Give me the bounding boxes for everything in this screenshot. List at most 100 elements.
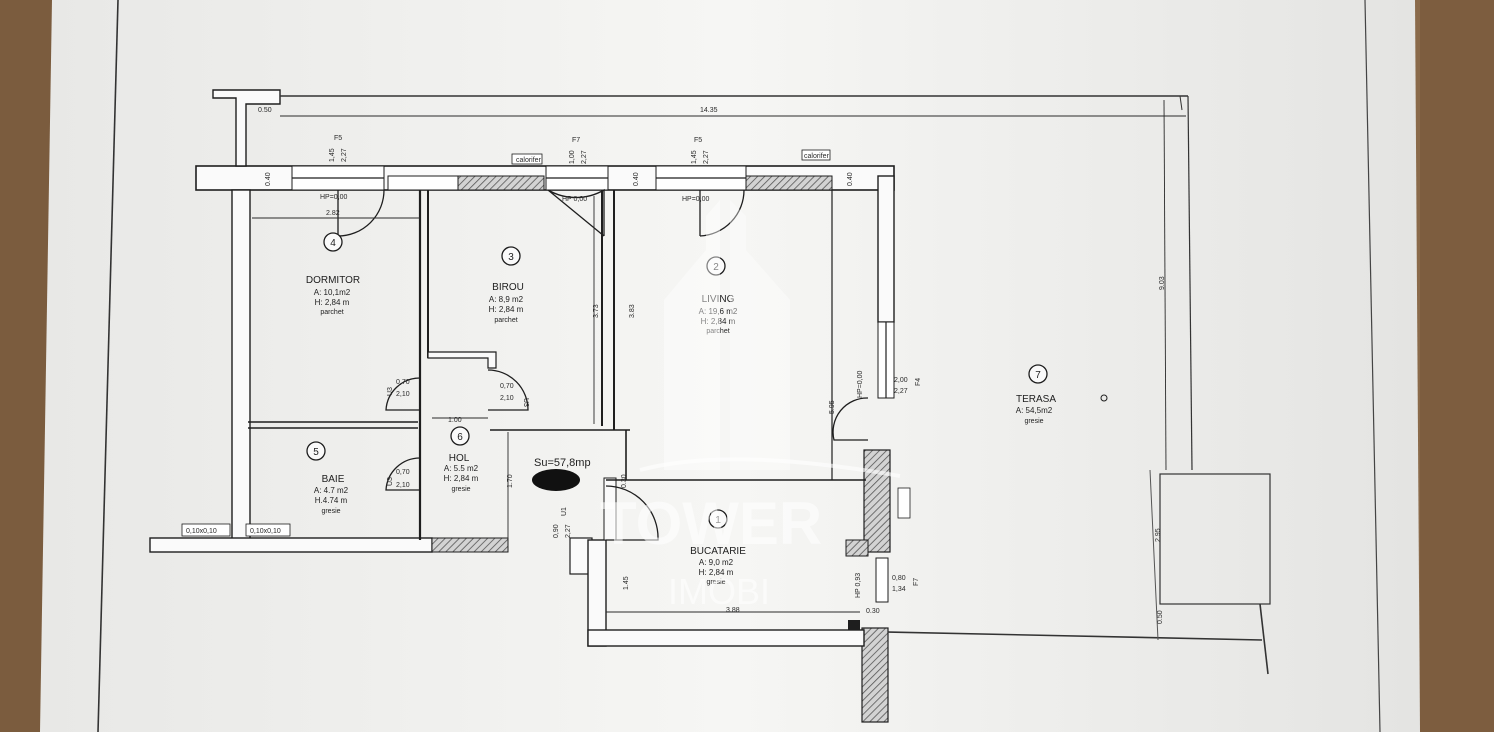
window-f5-left-width: 1,45 bbox=[329, 148, 336, 162]
small-tag-b: 0,10x0,10 bbox=[250, 528, 281, 535]
dim-living-depth-b: 5.95 bbox=[829, 400, 836, 414]
room-2-number: 2 bbox=[713, 262, 719, 273]
dim-wall-right: 0.40 bbox=[847, 172, 854, 186]
total-usable-area: Su=57,8mp bbox=[534, 457, 591, 469]
door-birou-height: 2,10 bbox=[500, 395, 514, 402]
dimension-labels: 14.35 0.50 0.40 0.40 0.40 2.82 3.73 3.83… bbox=[258, 107, 1166, 624]
window-f5-left-hp: HP=0,00 bbox=[320, 194, 348, 201]
room-2-floor: parchet bbox=[706, 328, 729, 335]
dim-terrace-bottom: 0.50 bbox=[1157, 610, 1164, 624]
window-f7-top-hp: HP 0,00 bbox=[562, 196, 587, 203]
room-3-number: 3 bbox=[508, 252, 514, 263]
room-1-area: A: 9,0 m2 bbox=[699, 558, 734, 567]
windows bbox=[291, 165, 889, 603]
window-f7-kitchen-width: 0,80 bbox=[892, 575, 906, 582]
radiator-label-2: calorifer bbox=[804, 153, 830, 160]
room-3-name: BIROU bbox=[492, 282, 524, 293]
room-5-name: BAIE bbox=[322, 474, 345, 485]
window-f4-width: 2,00 bbox=[894, 377, 908, 384]
room-2-area: A: 19,6 m2 bbox=[699, 307, 738, 316]
watermark-sub: IMOBI bbox=[668, 571, 770, 612]
room-2-name: LIVING bbox=[702, 294, 735, 305]
window-f5-mid-width: 1,45 bbox=[691, 150, 698, 164]
radiator-tags: calorifer calorifer 0,10x0,10 0,10x0,10 bbox=[181, 149, 911, 630]
dim-top-offset: 0.50 bbox=[258, 107, 272, 114]
room-1-number: 1 bbox=[715, 515, 721, 526]
room-1-height: H: 2,84 m bbox=[699, 568, 734, 577]
door-baie-width: 0,70 bbox=[396, 469, 410, 476]
frame-line-right bbox=[1364, 0, 1381, 732]
watermark-brand: TOWER bbox=[600, 490, 822, 557]
room-4-number: 4 bbox=[330, 238, 336, 249]
window-f5-left-height: 2,27 bbox=[341, 148, 348, 162]
door-birou-width: 0,70 bbox=[500, 383, 514, 390]
door-entry-width: 0,90 bbox=[553, 524, 560, 538]
window-f7-top-height: 2,27 bbox=[581, 150, 588, 164]
window-f4-hp: HP=0,00 bbox=[857, 370, 864, 398]
room-labels: BUCATARIE A: 9,0 m2 H: 2,84 m gresie LIV… bbox=[306, 275, 1056, 586]
small-tag-a: 0,10x0,10 bbox=[186, 528, 217, 535]
door-swings bbox=[337, 188, 869, 541]
frame-line-left bbox=[97, 0, 119, 732]
door-annotations: 0,70 2,10 U3 0,70 2,10 U3 0,70 2,10 U3 U… bbox=[387, 379, 572, 538]
dim-overall-width: 14.35 bbox=[700, 107, 718, 114]
dim-small-a: 0.30 bbox=[621, 474, 628, 488]
terrace-outline bbox=[280, 95, 1271, 675]
window-f7-kitchen-code: F7 bbox=[913, 578, 920, 586]
door-entry-code: U1 bbox=[561, 507, 568, 516]
dim-dormitor-width: 2.82 bbox=[326, 210, 340, 217]
dim-living-depth-a: 3.83 bbox=[629, 304, 636, 318]
room-1-name: BUCATARIE bbox=[690, 546, 746, 557]
window-f5-mid-hp: HP=0,00 bbox=[682, 196, 710, 203]
door-baie-height: 2,10 bbox=[396, 482, 410, 489]
window-f5-left-code: F5 bbox=[334, 135, 342, 142]
room-6-height: H: 2,84 m bbox=[444, 474, 479, 483]
dim-small-b: 0.30 bbox=[866, 608, 880, 615]
window-f7-kitchen-hp: HP 0,93 bbox=[855, 573, 862, 598]
dim-terrace-lower: 2.95 bbox=[1155, 528, 1162, 542]
door-dormitor-height: 2,10 bbox=[396, 391, 410, 398]
window-f7-kitchen-height: 1,34 bbox=[892, 586, 906, 593]
window-f4-height: 2,27 bbox=[894, 388, 908, 395]
room-7-name: TERASA bbox=[1016, 394, 1056, 405]
window-f7-top-code: F7 bbox=[572, 137, 580, 144]
tower-imobi-watermark: TOWER IMOBI bbox=[600, 200, 901, 612]
redaction-mark bbox=[532, 469, 580, 491]
dim-wall-mid: 0.40 bbox=[633, 172, 640, 186]
room-7-area: A: 54,5m2 bbox=[1016, 406, 1053, 415]
room-4-floor: parchet bbox=[320, 309, 343, 316]
room-7-number: 7 bbox=[1035, 370, 1041, 381]
door-dormitor-width: 0,70 bbox=[396, 379, 410, 386]
dim-hol-width: 1.00 bbox=[448, 417, 462, 424]
room-7-floor: gresie bbox=[1024, 418, 1043, 425]
window-f7-top-width: 1,00 bbox=[569, 150, 576, 164]
room-2-height: H: 2,84 m bbox=[701, 317, 736, 326]
door-birou-code: U3 bbox=[522, 398, 529, 407]
window-f4-code: F4 bbox=[915, 378, 922, 386]
door-baie-code: U3 bbox=[387, 477, 394, 486]
dim-hol-depth: 1.70 bbox=[507, 474, 514, 488]
door-entry-height: 2,27 bbox=[565, 524, 572, 538]
dim-wall-left: 0.40 bbox=[265, 172, 272, 186]
window-f5-mid-height: 2,27 bbox=[703, 150, 710, 164]
room-5-height: H.4.74 m bbox=[315, 496, 348, 505]
room-1-floor: gresie bbox=[706, 579, 725, 586]
window-annotations: F5 1,45 2,27 HP=0,00 F7 1,00 2,27 HP 0,0… bbox=[320, 135, 922, 598]
room-4-area: A: 10,1m2 bbox=[314, 288, 351, 297]
room-4-height: H: 2,84 m bbox=[315, 298, 350, 307]
room-3-area: A: 8,9 m2 bbox=[489, 295, 524, 304]
dimension-lines bbox=[252, 99, 1186, 613]
room-6-area: A: 5.5 m2 bbox=[444, 464, 479, 473]
room-4-name: DORMITOR bbox=[306, 275, 360, 286]
room-5-number: 5 bbox=[313, 447, 319, 458]
radiator-label-1: calorifer bbox=[516, 157, 542, 164]
door-dormitor-code: U3 bbox=[387, 387, 394, 396]
room-numbers: 1 2 3 4 5 6 7 bbox=[313, 238, 1041, 526]
room-3-height: H: 2,84 m bbox=[489, 305, 524, 314]
dim-birou-depth: 3.73 bbox=[593, 304, 600, 318]
room-6-number: 6 bbox=[457, 432, 463, 443]
dim-kitchen-depth: 1.45 bbox=[623, 576, 630, 590]
dim-kitchen-width: 3.88 bbox=[726, 607, 740, 614]
